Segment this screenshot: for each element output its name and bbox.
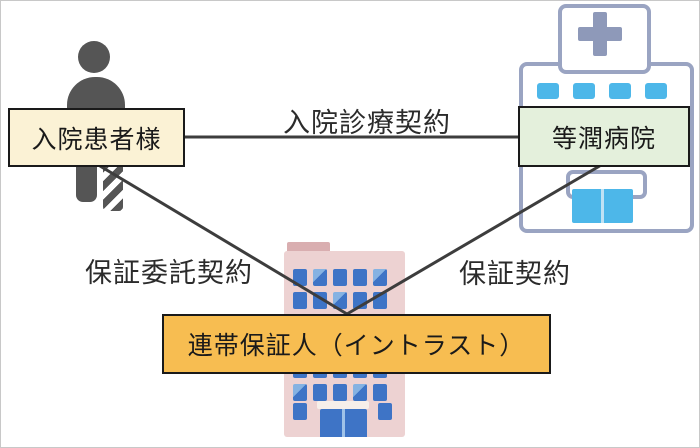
office-window [353,384,367,401]
edge-label-treatment-contract: 入院診療契約 [283,108,451,139]
office-window [333,384,347,401]
door-divider [342,409,345,437]
office-window [293,292,307,309]
hospital-window [573,83,595,99]
hospital-tower [558,4,651,74]
person-head [78,41,110,73]
edge-patient-guarantor [94,161,348,316]
office-window [313,384,327,401]
office-window [373,269,387,286]
hospital-entrance-doors [572,189,633,223]
edge-hospital-guarantor [346,162,604,316]
office-window [313,269,327,286]
office-window [293,384,307,401]
medical-cross-icon [578,27,622,41]
office-entrance-doors [320,409,367,437]
node-guarantor: 連帯保証人（イントラスト） [162,314,551,374]
hospital-window [609,83,631,99]
edge-label-guarantee-contract: 保証契約 [459,259,571,290]
person-leg-cast [103,163,123,211]
office-window [353,269,367,286]
office-window [293,403,307,420]
node-patient-label: 入院患者様 [31,124,162,154]
node-hospital: 等潤病院 [518,106,690,167]
person-leg [76,163,97,202]
office-window [293,269,307,286]
hospital-window [645,83,667,99]
office-entrance-awning [317,401,369,409]
office-window [373,384,387,401]
office-window [333,269,347,286]
office-window [333,292,347,309]
edge-label-entrustment-contract: 保証委託契約 [85,258,253,289]
node-guarantor-label: 連帯保証人（イントラスト） [187,331,526,360]
office-rooftop [287,242,330,252]
office-window [378,403,392,420]
hospital-window [537,83,559,99]
door-divider [601,189,604,223]
node-patient: 入院患者様 [8,108,185,167]
node-hospital-label: 等潤病院 [551,123,656,153]
